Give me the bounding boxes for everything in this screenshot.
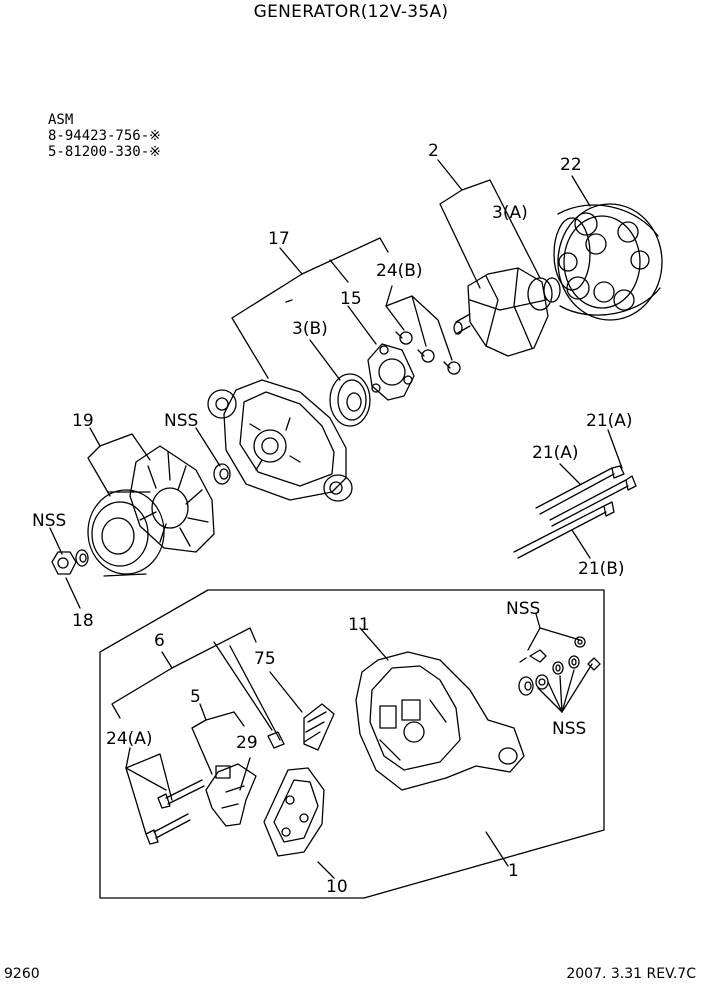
bearing-3b <box>329 373 371 427</box>
callout-75: 75 <box>254 649 276 669</box>
screws-24a <box>145 779 205 845</box>
asm-heading: ASM <box>48 112 74 128</box>
callout-11: 11 <box>348 615 370 635</box>
callout-3a: 3(A) <box>492 203 528 223</box>
leader-lines <box>49 159 623 879</box>
asm-number-2: 5-81200-330-※ <box>48 144 161 160</box>
spacer-nss-upper <box>213 463 231 485</box>
screws-24b <box>395 331 461 375</box>
rotor-part <box>453 267 561 357</box>
callout-nss-upper: NSS <box>164 411 198 431</box>
callout-3b: 3(B) <box>292 319 328 339</box>
callout-17: 17 <box>268 229 290 249</box>
callout-15: 15 <box>340 289 362 309</box>
callout-10: 10 <box>326 877 348 897</box>
callout-5: 5 <box>190 687 201 707</box>
callout-19: 19 <box>72 411 94 431</box>
regulator-75 <box>303 703 335 751</box>
rectifier-10 <box>263 767 325 857</box>
callout-18: 18 <box>72 611 94 631</box>
callout-2: 2 <box>428 141 439 161</box>
subassembly-frame <box>99 589 605 899</box>
terminal-6 <box>267 731 285 749</box>
callout-21b: 21(B) <box>578 559 625 579</box>
callout-labels: 2 3(A) 22 17 24(B) 15 3(B) 19 NSS 21(A) … <box>32 141 633 897</box>
stator-part <box>553 203 663 321</box>
revision-date: 2007. 3.31 REV.7C <box>566 966 696 982</box>
callout-21a-lower: 21(A) <box>532 443 579 463</box>
callout-nss-right-bottom: NSS <box>552 719 586 739</box>
nut-18 <box>51 551 77 575</box>
page-title: GENERATOR(12V-35A) <box>253 2 449 22</box>
callout-22: 22 <box>560 155 582 175</box>
callout-24a: 24(A) <box>106 729 153 749</box>
washer-nss-left <box>75 549 89 567</box>
callout-nss-right-top: NSS <box>506 599 540 619</box>
callout-29: 29 <box>236 733 258 753</box>
brush-holder-5 <box>205 763 257 827</box>
rear-frame-11 <box>355 651 525 791</box>
plate-part-15 <box>367 343 415 401</box>
asm-number-1: 8-94423-756-※ <box>48 128 161 144</box>
callout-21a-upper: 21(A) <box>586 411 633 431</box>
callout-1: 1 <box>508 861 519 881</box>
page-number: 9260 <box>4 966 40 982</box>
front-frame-17 <box>207 379 353 502</box>
callout-6: 6 <box>154 631 165 651</box>
small-hardware-nss-right <box>518 636 601 696</box>
pulley-fan-19 <box>87 445 215 577</box>
through-bolts-21 <box>513 465 637 559</box>
callout-nss-left: NSS <box>32 511 66 531</box>
callout-24b: 24(B) <box>376 261 423 281</box>
